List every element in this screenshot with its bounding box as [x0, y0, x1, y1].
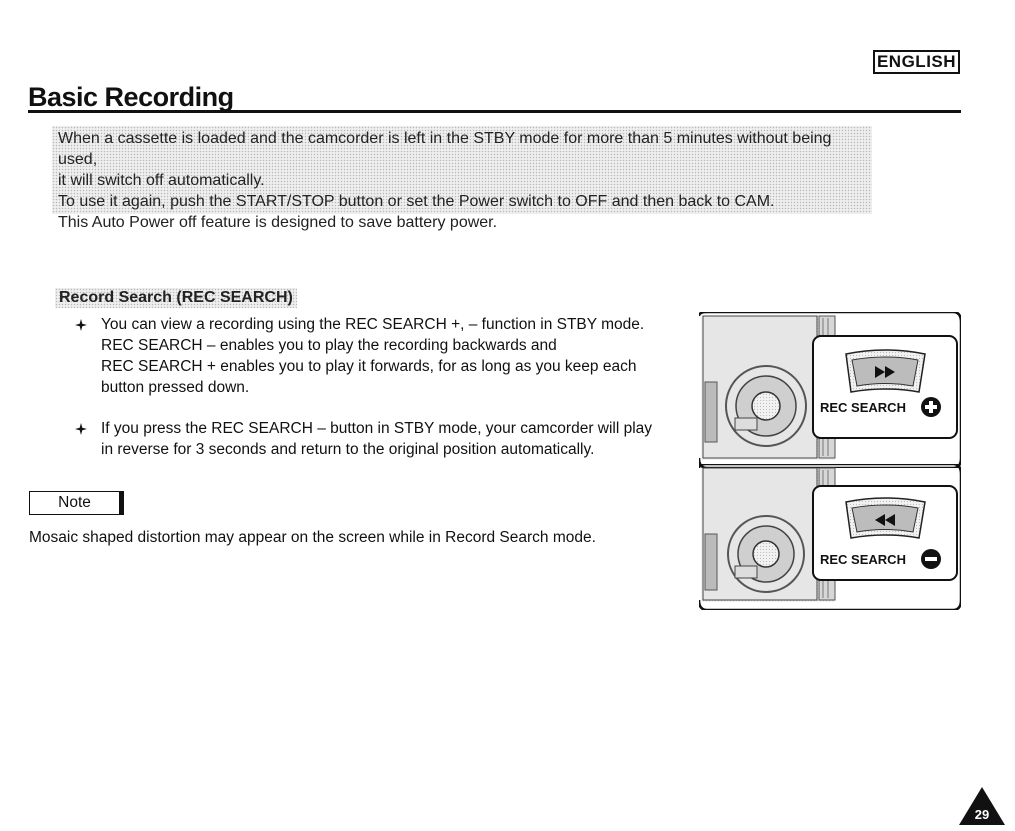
cross-bullet-icon — [75, 423, 87, 435]
page-title: Basic Recording — [28, 82, 234, 112]
minus-circle-icon — [921, 549, 941, 569]
bullet-line: button pressed down. — [101, 379, 250, 396]
note-label: Note — [29, 491, 124, 515]
page-number-triangle: 29 — [959, 787, 1005, 825]
camcorder-illustration: REC SEARCH — [699, 312, 961, 468]
rec-search-plus-illustration: REC SEARCH — [699, 312, 961, 468]
intro-line: it will switch off automatically. — [58, 172, 265, 189]
bullet-item: If you press the REC SEARCH – button in … — [75, 418, 685, 460]
intro-box: When a cassette is loaded and the camcor… — [52, 126, 872, 231]
cross-bullet-icon — [75, 319, 87, 331]
intro-line: When a cassette is loaded and the camcor… — [58, 130, 832, 168]
bullet-line: in reverse for 3 seconds and return to t… — [101, 441, 595, 458]
camcorder-illustration: REC SEARCH — [699, 464, 961, 610]
rec-search-label: REC SEARCH — [820, 552, 906, 567]
language-badge: ENGLISH — [873, 50, 960, 74]
title-rule — [28, 110, 961, 113]
intro-line: To use it again, push the START/STOP but… — [58, 193, 775, 210]
plus-circle-icon — [921, 397, 941, 417]
bullet-line: REC SEARCH – enables you to play the rec… — [101, 337, 557, 354]
rew-icon — [875, 514, 895, 526]
bullet-list: You can view a recording using the REC S… — [75, 314, 685, 460]
intro-line: This Auto Power off feature is designed … — [58, 214, 498, 231]
rec-search-label: REC SEARCH — [820, 400, 906, 415]
rec-search-minus-illustration: REC SEARCH — [699, 464, 961, 610]
bullet-item: You can view a recording using the REC S… — [75, 314, 685, 398]
bullet-line: If you press the REC SEARCH – button in … — [101, 420, 653, 437]
bullet-line: REC SEARCH + enables you to play it forw… — [101, 358, 637, 375]
note-text: Mosaic shaped distortion may appear on t… — [29, 529, 596, 546]
section-heading: Record Search (REC SEARCH) — [55, 288, 297, 308]
page-number: 29 — [975, 807, 989, 822]
ff-icon — [875, 366, 895, 378]
bullet-line: You can view a recording using the REC S… — [101, 316, 645, 333]
